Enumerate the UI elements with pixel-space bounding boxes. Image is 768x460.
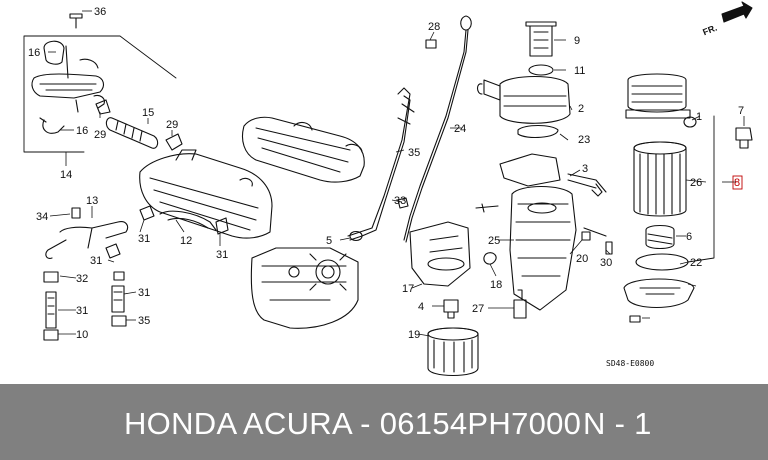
label-28: 11	[574, 65, 585, 77]
label-30: 27	[472, 303, 484, 315]
label-7: 26	[690, 177, 702, 189]
exploded-view: 36 16 16 15 29 29 14 13 34 12 31 31 31 3…	[23, 1, 753, 376]
label-26: 22	[690, 257, 702, 269]
caption-bar: HONDA ACURA - 06154PH7000 N - 1	[0, 384, 768, 460]
quantity-label: N - 1	[583, 406, 652, 441]
label-10: 9	[574, 35, 580, 47]
label-35: 28	[428, 21, 440, 33]
label-14: 14	[60, 169, 72, 181]
label-15: 15	[142, 107, 154, 119]
label-8: 6	[686, 231, 692, 243]
label-33: 3	[582, 163, 588, 175]
label-19: 7	[738, 105, 744, 117]
label-32: 31	[138, 287, 150, 299]
label-31: 35	[138, 315, 150, 327]
label-20: 4	[418, 301, 424, 313]
label-5: 25	[488, 235, 500, 247]
label-32: 31	[76, 305, 88, 317]
label-36: 36	[94, 6, 106, 18]
label-9: 2	[578, 103, 584, 115]
label-3: 17	[402, 283, 414, 295]
parts-diagram: 36 16 16 15 29 29 14 13 34 12 31 31 31 3…	[23, 1, 753, 376]
orientation-label: FR.	[701, 23, 718, 38]
label-31: 31	[138, 233, 150, 245]
label-23: 5	[326, 235, 332, 247]
diagram-code: SD48-E0800	[606, 359, 654, 368]
label-13: 13	[86, 195, 98, 207]
label-29: 29	[94, 129, 106, 141]
label-34: 34	[36, 211, 48, 223]
label-25: 18	[490, 279, 502, 291]
label-16: 16	[28, 47, 40, 59]
label-1: 8	[734, 177, 740, 189]
label-31: 32	[76, 273, 88, 285]
label-31: 31	[216, 249, 228, 261]
label-31: 31	[90, 255, 102, 267]
part-title: HONDA ACURA - 06154PH7000	[124, 406, 582, 441]
label-24: 23	[578, 134, 590, 146]
label-27: 1	[696, 111, 702, 123]
label-29: 29	[166, 119, 178, 131]
label-16: 16	[76, 125, 88, 137]
label-35: 33	[394, 195, 406, 207]
label-12: 12	[180, 235, 192, 247]
label-31: 10	[76, 329, 88, 341]
label-18: 30	[600, 257, 612, 269]
label-11: 24	[454, 123, 466, 135]
label-2: 35	[408, 147, 420, 159]
label-4: 19	[408, 329, 420, 341]
label-17: 20	[576, 253, 588, 265]
